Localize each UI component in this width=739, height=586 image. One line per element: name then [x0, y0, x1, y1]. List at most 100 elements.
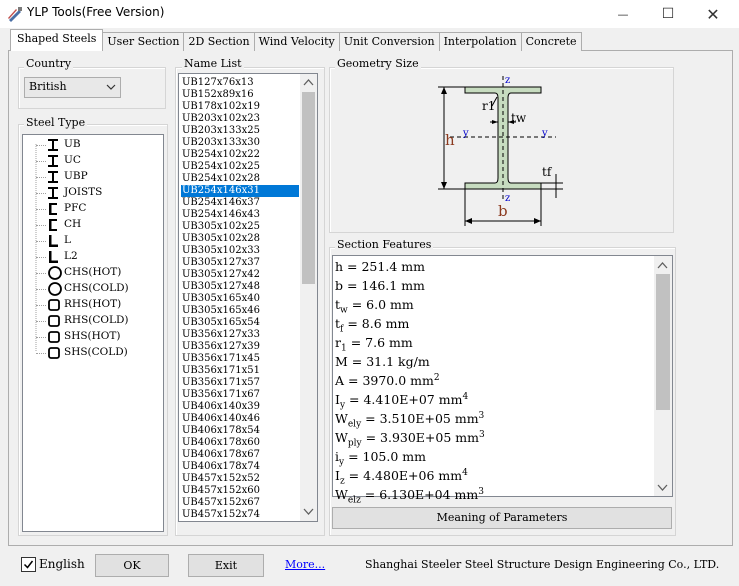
list-item[interactable]: UB305x102x25	[182, 221, 260, 232]
close-button[interactable]: ✕	[690, 0, 736, 28]
minimize-button[interactable]: —	[600, 0, 646, 28]
list-item[interactable]: UB203x102x23	[182, 113, 260, 124]
list-item[interactable]: UB305x127x48	[182, 281, 260, 292]
list-item[interactable]: UB356x171x45	[182, 353, 260, 364]
channel-icon	[47, 202, 59, 219]
steel-type-label: CH	[64, 218, 82, 230]
scroll-down-icon[interactable]	[303, 508, 314, 516]
steel-type-item-shshot[interactable]: SHS(HOT)	[23, 329, 161, 345]
close-icon: ✕	[706, 4, 720, 24]
name-list-scrollbar[interactable]	[300, 74, 317, 521]
steel-type-item-ubp[interactable]: UBP	[23, 169, 161, 185]
i-beam-icon	[47, 154, 59, 171]
list-item[interactable]: UB406x178x60	[182, 437, 260, 448]
feature-value: = 3.930E+05 mm	[361, 430, 479, 446]
steel-type-item-l[interactable]: L	[23, 233, 161, 249]
steel-type-item-rhshot[interactable]: RHS(HOT)	[23, 297, 161, 313]
feature-subscript: f	[340, 324, 344, 335]
feature-line: M = 31.1 kg/m	[335, 354, 430, 369]
name-list-scroll-thumb[interactable]	[302, 92, 315, 284]
steel-type-label: L2	[64, 250, 78, 262]
feature-superscript: 3	[478, 411, 485, 421]
tree-connector	[36, 241, 46, 242]
steel-type-label: Steel Type	[24, 116, 88, 129]
meaning-of-parameters-button[interactable]: Meaning of Parameters	[332, 507, 672, 529]
steel-type-item-rhscold[interactable]: RHS(COLD)	[23, 313, 161, 329]
ok-button[interactable]: OK	[95, 554, 169, 577]
steel-type-item-chshot[interactable]: CHS(HOT)	[23, 265, 161, 281]
list-item[interactable]: UB406x178x67	[182, 449, 260, 460]
feature-value: = 3.510E+05 mm	[361, 411, 479, 427]
list-item[interactable]: UB406x140x39	[182, 401, 260, 412]
list-item[interactable]: UB254x102x28	[182, 173, 260, 184]
list-item[interactable]: UB356x171x67	[182, 389, 260, 400]
section-drawing: h b tw tf r1 y y z z	[438, 75, 563, 226]
steel-type-item-uc[interactable]: UC	[23, 153, 161, 169]
list-item[interactable]: UB406x140x46	[182, 413, 260, 424]
steel-type-item-shscold[interactable]: SHS(COLD)	[23, 345, 161, 361]
list-item[interactable]: UB305x102x28	[182, 233, 260, 244]
list-item[interactable]: UB305x165x40	[182, 293, 260, 304]
list-item[interactable]: UB305x127x42	[182, 269, 260, 280]
list-item[interactable]: UB203x133x30	[182, 137, 260, 148]
steel-type-item-chscold[interactable]: CHS(COLD)	[23, 281, 161, 297]
list-item[interactable]: UB254x146x37	[182, 197, 260, 208]
features-scroll-down-icon[interactable]	[657, 484, 668, 492]
english-checkbox[interactable]	[21, 557, 36, 572]
feature-line: A = 3970.0 mm2	[335, 373, 440, 388]
exit-button[interactable]: Exit	[188, 554, 264, 577]
list-item[interactable]: UB305x165x46	[182, 305, 260, 316]
list-item[interactable]: UB356x127x33	[182, 329, 260, 340]
list-item[interactable]: UB178x102x19	[182, 101, 260, 112]
tab-user-section[interactable]: User Section	[102, 32, 185, 51]
list-item[interactable]: UB305x165x54	[182, 317, 260, 328]
tab-concrete[interactable]: Concrete	[520, 32, 582, 51]
z-axis-label-bottom: z	[505, 193, 510, 204]
list-item[interactable]: UB457x152x74	[182, 509, 260, 520]
maximize-button[interactable]: ☐	[645, 0, 691, 28]
feature-subscript: ply	[347, 438, 362, 449]
tab-unit-conversion[interactable]: Unit Conversion	[338, 32, 440, 51]
list-item[interactable]: UB305x127x37	[182, 257, 260, 268]
country-select[interactable]: British	[24, 77, 121, 98]
steel-type-item-l2[interactable]: L2	[23, 249, 161, 265]
features-scroll-thumb[interactable]	[656, 274, 670, 410]
title-bar	[0, 0, 739, 28]
scroll-up-icon[interactable]	[303, 78, 314, 86]
list-item[interactable]: UB305x102x33	[182, 245, 260, 256]
list-item[interactable]: UB356x171x51	[182, 365, 260, 376]
tab-shaped-steels[interactable]: Shaped Steels	[10, 29, 104, 51]
steel-type-item-pfc[interactable]: PFC	[23, 201, 161, 217]
list-item[interactable]: UB457x152x52	[182, 473, 260, 484]
list-item[interactable]: UB356x127x39	[182, 341, 260, 352]
list-item[interactable]: UB457x152x60	[182, 485, 260, 496]
list-item[interactable]: UB254x102x22	[182, 149, 260, 160]
list-item[interactable]: UB254x146x43	[182, 209, 260, 220]
tab-2d-section[interactable]: 2D Section	[183, 32, 255, 51]
steel-type-item-ch[interactable]: CH	[23, 217, 161, 233]
feature-value: = 251.4 mm	[343, 259, 425, 274]
y-axis-label-right: y	[541, 128, 548, 139]
steel-type-item-ub[interactable]: UB	[23, 137, 161, 153]
feature-symbol: I	[335, 392, 340, 408]
more-link[interactable]: More...	[285, 558, 326, 571]
tree-connector	[36, 337, 46, 338]
list-item[interactable]: UB356x171x57	[182, 377, 260, 388]
features-scroll-up-icon[interactable]	[657, 261, 668, 269]
list-item[interactable]: UB152x89x16	[182, 89, 254, 100]
list-item[interactable]: UB254x102x25	[182, 161, 260, 172]
tab-wind-velocity[interactable]: Wind Velocity	[253, 32, 340, 51]
y-axis-label-left: y	[462, 128, 469, 139]
steel-type-item-joists[interactable]: JOISTS	[23, 185, 161, 201]
tab-interpolation[interactable]: Interpolation	[438, 32, 522, 51]
list-item[interactable]: UB406x178x74	[182, 461, 260, 472]
list-item[interactable]: UB203x133x25	[182, 125, 260, 136]
list-item[interactable]: UB406x178x54	[182, 425, 260, 436]
list-item-selected[interactable]: UB254x146x31	[181, 185, 299, 197]
feature-line: Wely = 3.510E+05 mm3	[335, 411, 484, 430]
features-scrollbar[interactable]	[654, 256, 672, 496]
list-item[interactable]: UB457x152x67	[182, 497, 260, 508]
list-item[interactable]: UB127x76x13	[182, 77, 254, 88]
